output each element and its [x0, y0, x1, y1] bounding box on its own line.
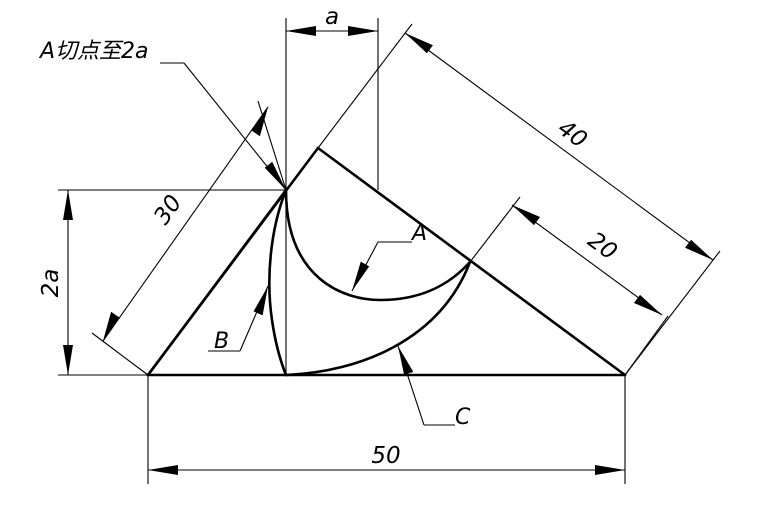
- arrow-a: [352, 261, 370, 291]
- leader-lines: [160, 62, 455, 426]
- ext-40-top: [317, 23, 413, 149]
- arc-c: [284, 260, 472, 377]
- arc-b: [268, 188, 288, 377]
- label-arc-a: A: [410, 221, 427, 246]
- arrow-a-left: [286, 26, 316, 36]
- dim-label-50: 50: [371, 443, 400, 469]
- dim-label-2a: 2a: [38, 269, 64, 298]
- dim-label-20: 20: [583, 227, 622, 265]
- triangle-right-side: [316, 146, 627, 377]
- dim-label-30: 30: [149, 191, 187, 230]
- dim-line-40: [404, 32, 714, 261]
- callout-labels: A切点至2a A B C: [38, 39, 471, 430]
- arc-a: [284, 188, 472, 302]
- arrow-2a-bottom: [63, 345, 73, 375]
- arrow-20-bottom: [634, 294, 662, 315]
- arrow-2a-top: [63, 190, 73, 220]
- dim-line-30: [102, 106, 269, 342]
- object-lines: [146, 146, 627, 377]
- dim-label-40: 40: [553, 115, 592, 153]
- arrow-50-right: [595, 465, 625, 475]
- arrow-50-left: [148, 465, 178, 475]
- arrow-c: [398, 346, 414, 375]
- dim-line-20: [511, 204, 663, 316]
- ext-20-bottom: [624, 315, 669, 376]
- arrow-30-bottom: [103, 311, 120, 341]
- extension-lines: [58, 18, 721, 484]
- arrow-a-right: [348, 26, 378, 36]
- dimension-lines: [63, 26, 714, 475]
- ext-40-bottom: [624, 250, 721, 376]
- arrow-40-bottom: [685, 239, 713, 260]
- dim-label-a: a: [325, 4, 339, 30]
- inner-left-line: [146, 188, 288, 377]
- label-arc-b: B: [214, 329, 229, 354]
- arrow-20-top: [512, 205, 540, 226]
- ext-20-top: [469, 196, 521, 263]
- label-tangent-note: A切点至2a: [38, 39, 149, 64]
- arrow-40-top: [405, 33, 433, 54]
- arrow-30-top: [251, 107, 268, 137]
- arrow-b: [253, 286, 268, 316]
- arrow-tangent: [264, 161, 286, 190]
- dimension-texts: 50 a 2a 30 40 20: [38, 4, 622, 469]
- ext-30-bottom: [91, 332, 149, 376]
- label-arc-c: C: [455, 405, 471, 430]
